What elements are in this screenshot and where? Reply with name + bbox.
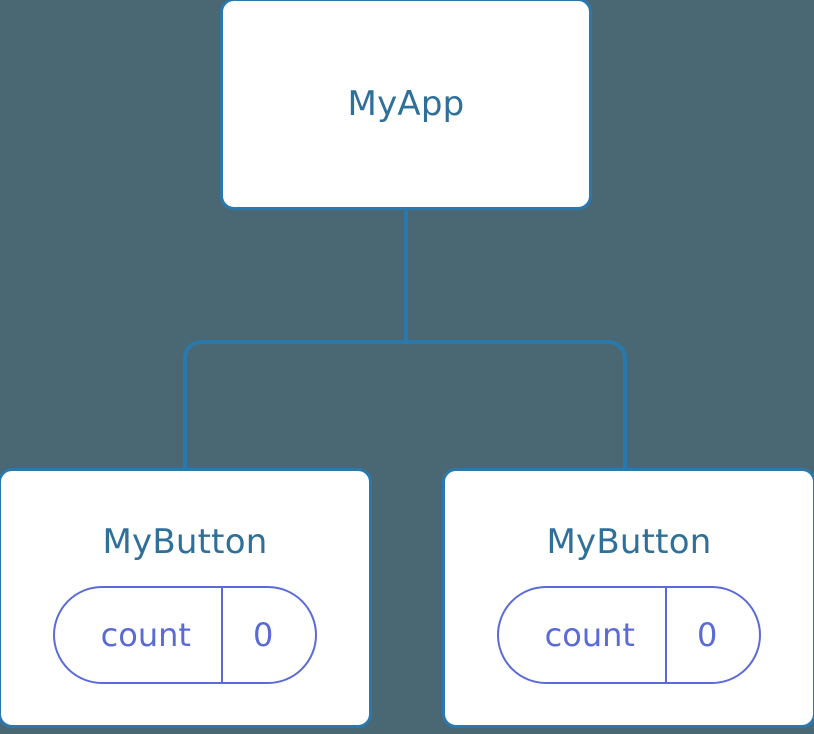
- state-divider: [664, 588, 667, 682]
- node-mybutton-0[interactable]: MyButton count 0: [0, 468, 372, 728]
- edge-root-to-child-0: [183, 340, 406, 470]
- node-title: MyButton: [102, 522, 268, 562]
- state-divider: [220, 588, 223, 682]
- node-title: MyButton: [546, 522, 712, 562]
- state-value: 0: [252, 616, 274, 654]
- node-title: MyApp: [347, 84, 465, 124]
- node-myapp[interactable]: MyApp: [220, 0, 592, 210]
- node-mybutton-1[interactable]: MyButton count 0: [442, 468, 814, 728]
- state-key: count: [100, 616, 191, 654]
- edge-root-to-child-1: [406, 340, 627, 470]
- state-pill[interactable]: count 0: [496, 586, 762, 684]
- state-value: 0: [696, 616, 718, 654]
- state-pill[interactable]: count 0: [52, 586, 318, 684]
- state-key: count: [544, 616, 635, 654]
